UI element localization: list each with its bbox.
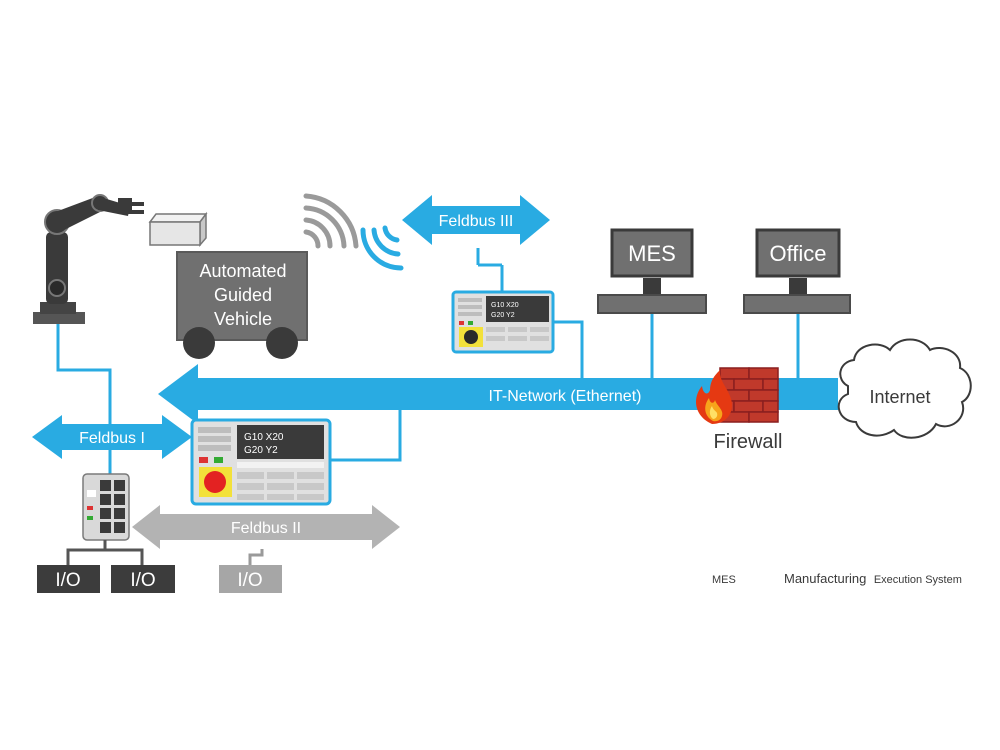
cnc-small-line-2: G20 Y2	[491, 312, 515, 319]
agv-wheel-right	[266, 327, 298, 359]
cnc-small-line-1: G10 X20	[491, 302, 519, 309]
robot-to-bus-line	[56, 322, 112, 475]
io-connector-lines	[66, 540, 264, 566]
feldbus-2-label: Feldbus II	[231, 520, 301, 537]
cnc-to-network-line	[330, 408, 402, 462]
agv-label-line-2: Guided	[214, 285, 272, 305]
office-workstation: Office	[743, 228, 851, 314]
mes-label: MES	[628, 241, 676, 266]
agv-label-line-3: Vehicle	[214, 309, 272, 329]
legend-term-first: Manufacturing	[784, 571, 866, 586]
io-box-2: I/O	[111, 565, 175, 593]
legend-abbr: MES	[712, 574, 736, 586]
feldbus-1-label: Feldbus I	[79, 430, 145, 447]
mes-workstation: MES	[597, 228, 707, 314]
connection-lines	[56, 248, 800, 475]
firewall-label: Firewall	[714, 431, 783, 453]
flame-icon	[696, 370, 732, 424]
cargo-box-icon	[148, 211, 208, 248]
feldbus-3-label: Feldbus III	[439, 213, 514, 230]
cnc-small-to-network-line	[552, 320, 584, 380]
robot-arm-icon	[33, 194, 144, 324]
it-network-arrow: IT-Network (Ethernet)	[158, 364, 838, 424]
wireless-signal-gray-icon	[303, 193, 359, 249]
io-box-3: I/O	[219, 565, 282, 593]
legend-term: Manufacturing Execution System	[784, 570, 962, 587]
io-box-1-label: I/O	[55, 570, 80, 591]
it-network-label: IT-Network (Ethernet)	[489, 388, 642, 405]
cnc-large-line-1: G10 X20	[244, 432, 284, 443]
cnc-controller-large: G10 X20 G20 Y2	[190, 418, 332, 506]
io-box-2-label: I/O	[130, 570, 155, 591]
io-box-3-label: I/O	[237, 570, 262, 591]
legend-term-rest: Execution System	[874, 574, 962, 586]
cnc-large-line-2: G20 Y2	[244, 445, 278, 456]
feldbus-2-arrow: Feldbus II	[132, 505, 400, 549]
office-label: Office	[769, 241, 826, 266]
firewall-icon	[696, 367, 779, 424]
internet-cloud-icon	[837, 338, 972, 439]
feldbus-3-arrow: Feldbus III	[402, 195, 550, 245]
cnc-controller-small: G10 X20 G20 Y2	[451, 290, 555, 354]
abbreviation-legend: MES Manufacturing Execution System	[712, 570, 962, 587]
wireless-signal-blue-icon	[360, 225, 404, 271]
bus-coupler-module	[82, 473, 130, 541]
io-box-1: I/O	[37, 565, 100, 593]
agv-label-line-1: Automated	[199, 261, 286, 281]
internet-label: Internet	[869, 387, 930, 407]
agv-wheel-left	[183, 327, 215, 359]
agv-vehicle: Automated Guided Vehicle	[176, 251, 308, 359]
feldbus-1-arrow: Feldbus I	[32, 415, 192, 459]
